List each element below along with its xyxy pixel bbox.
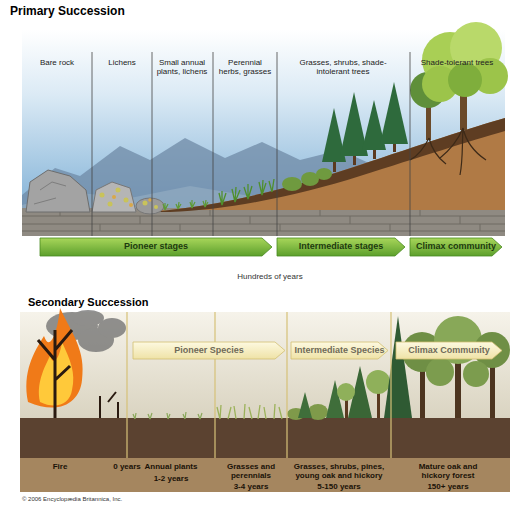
burnt-stumps: [100, 392, 118, 420]
stage-caption: Small annual plants, lichens: [153, 58, 211, 76]
time-scale: Hundreds of years: [210, 272, 330, 281]
young-pine: [298, 392, 312, 418]
stage-arrow-label: Intermediate stages: [299, 242, 384, 252]
stage-caption: Grasses and perennials: [221, 462, 281, 480]
stage-arrow-label: Intermediate Species: [294, 346, 384, 356]
copyright-note: © 2006 Encyclopædia Britannica, Inc.: [22, 496, 172, 503]
young-hickory: [366, 370, 390, 394]
stage-caption: Shade-tolerant trees: [413, 58, 501, 67]
panel-heading: Primary Succession: [10, 5, 125, 18]
stage-divider: [92, 52, 410, 236]
tall-pine: [384, 316, 412, 418]
shade-tolerant-trees: [410, 22, 508, 175]
shade-intolerant-conifers: [322, 82, 408, 162]
stage-arrow: Intermediate stages: [277, 238, 405, 256]
time-label: 0 years: [102, 462, 152, 471]
time-label: 3-4 years: [221, 482, 281, 491]
boulder: [136, 198, 164, 214]
stage-arrow: Climax community: [410, 238, 502, 256]
tree-canopy: [448, 63, 482, 97]
time-label: 150+ years: [408, 482, 488, 491]
stage-caption: Lichens: [94, 58, 150, 67]
stage-caption: Fire: [30, 462, 90, 471]
panel-heading: Secondary Succession: [28, 296, 148, 308]
stage-arrow-label: Pioneer stages: [124, 242, 188, 252]
lichen-patches: [112, 195, 152, 207]
secondary-scene: [20, 308, 510, 492]
soil-layer: [150, 118, 505, 212]
lichen-patches: [100, 188, 159, 210]
arrow-shape: [396, 342, 502, 359]
stage-arrow-label: Climax Community: [408, 346, 490, 356]
bedrock-layers: [22, 216, 505, 231]
understory: [463, 361, 489, 387]
time-label: 5-150 years: [289, 482, 389, 491]
time-label: 1-2 years: [129, 474, 213, 483]
arrow-shape: [291, 342, 388, 359]
boulder: [92, 182, 136, 212]
stage-arrow: Pioneer Species: [133, 342, 285, 359]
rock-cracks: [34, 182, 66, 204]
stage-arrow: Climax Community: [396, 342, 502, 359]
stage-caption: Grasses, shrubs, pines, young oak and hi…: [289, 462, 389, 480]
stage-caption: Grasses, shrubs, shade-intolerant trees: [293, 58, 393, 76]
stage-arrow: Pioneer stages: [40, 238, 272, 256]
small-annual-plants: [163, 200, 208, 210]
intermediate-growth: [287, 366, 390, 420]
stage-caption: Annual plants: [129, 462, 213, 471]
understory: [426, 358, 454, 386]
arrow-shape: [40, 238, 272, 256]
stage-divider: [127, 312, 391, 458]
stage-arrow-label: Pioneer Species: [174, 346, 244, 356]
burning-tree: [38, 330, 72, 420]
sky: [20, 312, 510, 420]
mature-forest: [384, 316, 510, 418]
arrow-shape: [410, 238, 502, 256]
stage-caption: Bare rock: [26, 58, 88, 67]
grasses-perennials: [217, 404, 282, 419]
annual-plants: [133, 412, 202, 419]
young-oak: [337, 383, 355, 401]
soil: [20, 418, 510, 460]
tree-roots: [410, 128, 486, 175]
succession-panel: Primary SuccessionPioneer stages Intermed…: [0, 0, 526, 292]
shrubs: [282, 168, 332, 191]
timeline-strip: [20, 458, 510, 492]
arrow-shape: [133, 342, 285, 359]
sky: [22, 30, 505, 215]
stage-caption: Perennial herbs, grasses: [217, 58, 273, 76]
arrow-shape: [277, 238, 405, 256]
topsoil: [150, 118, 505, 212]
stage-arrow: Intermediate Species: [291, 342, 388, 359]
bare-rock: [26, 170, 90, 212]
stage-caption: Mature oak and hickory forest: [408, 462, 488, 480]
primary-scene: [22, 22, 508, 236]
perennial-grasses: [219, 179, 274, 205]
stage-arrow-label: Climax community: [416, 242, 496, 252]
